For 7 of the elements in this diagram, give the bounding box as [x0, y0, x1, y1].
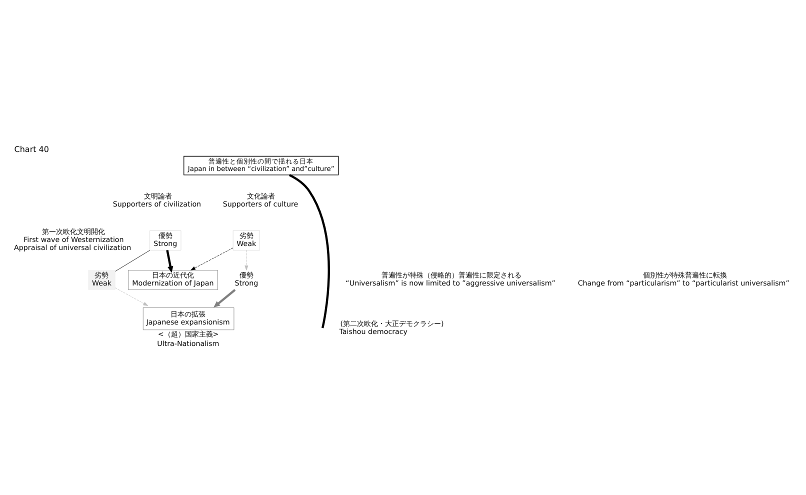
- arrow: [244, 250, 248, 270]
- connector: [115, 250, 150, 272]
- connector: [288, 174, 330, 328]
- arrow: [214, 289, 236, 308]
- arrow: [166, 250, 174, 273]
- arrow: [114, 288, 148, 306]
- arrow: [190, 248, 234, 270]
